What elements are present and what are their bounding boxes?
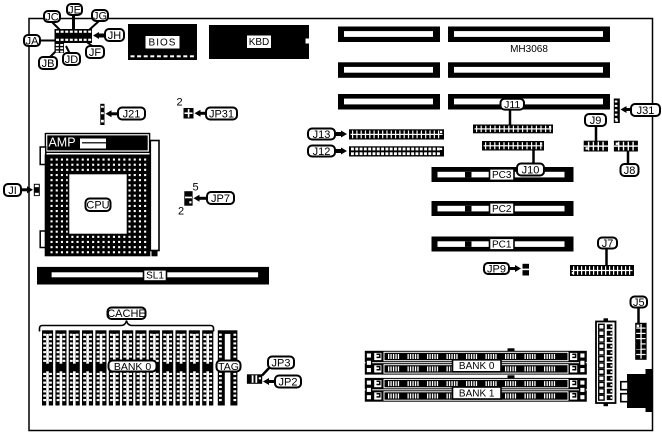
svg-text:PC2: PC2 <box>492 204 512 215</box>
svg-text:J5: J5 <box>633 297 645 309</box>
svg-text:JC: JC <box>45 12 59 24</box>
svg-text:BANK 0: BANK 0 <box>459 361 495 372</box>
svg-text:J8: J8 <box>624 165 636 177</box>
svg-text:SL1: SL1 <box>146 271 164 282</box>
svg-text:J21: J21 <box>123 109 141 121</box>
svg-text:PC3: PC3 <box>492 170 512 181</box>
svg-text:5: 5 <box>192 182 198 194</box>
svg-text:AMP: AMP <box>48 136 75 150</box>
svg-text:JG: JG <box>93 11 107 23</box>
svg-text:BANK 0: BANK 0 <box>114 361 152 373</box>
svg-text:JA: JA <box>26 36 40 48</box>
svg-text:J11: J11 <box>504 99 520 111</box>
svg-text:J10: J10 <box>522 165 540 177</box>
svg-text:J31: J31 <box>637 105 655 117</box>
svg-text:BIOS: BIOS <box>149 38 177 49</box>
svg-text:JP7: JP7 <box>211 193 230 205</box>
svg-text:2: 2 <box>178 206 184 218</box>
svg-text:JP2: JP2 <box>279 377 298 389</box>
svg-text:J9: J9 <box>590 115 602 127</box>
svg-text:JD: JD <box>65 54 79 66</box>
svg-text:JF: JF <box>89 47 102 59</box>
svg-text:MH3068: MH3068 <box>510 44 548 55</box>
svg-text:BANK 1: BANK 1 <box>459 388 495 399</box>
svg-text:JI: JI <box>8 185 17 197</box>
svg-text:JH: JH <box>108 30 122 42</box>
svg-text:CACHE: CACHE <box>107 308 146 320</box>
svg-text:PC1: PC1 <box>492 240 512 251</box>
svg-text:J13: J13 <box>313 129 331 141</box>
svg-text:JP3: JP3 <box>272 358 291 370</box>
svg-text:JE: JE <box>68 5 81 17</box>
svg-text:JB: JB <box>42 58 55 70</box>
svg-text:JP9: JP9 <box>487 264 506 276</box>
svg-text:J12: J12 <box>313 146 331 158</box>
svg-text:CPU: CPU <box>86 200 109 212</box>
svg-text:JP31: JP31 <box>209 109 234 121</box>
svg-text:2: 2 <box>176 97 182 109</box>
svg-text:KBD: KBD <box>249 37 270 48</box>
svg-text:TAG: TAG <box>218 361 239 373</box>
svg-text:J7: J7 <box>602 238 614 250</box>
